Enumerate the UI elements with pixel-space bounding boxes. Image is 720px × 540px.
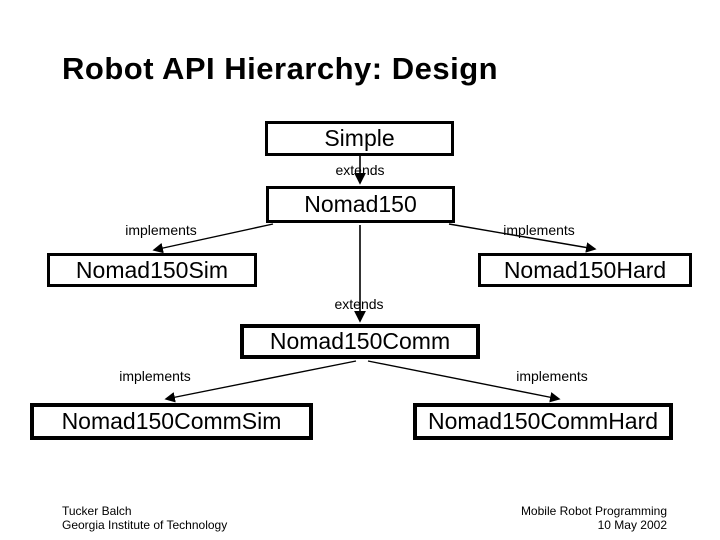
class-box-nomad150comm: Nomad150Comm	[240, 324, 480, 359]
footer-author-block: Tucker Balch Georgia Institute of Techno…	[62, 504, 227, 532]
footer-course-block: Mobile Robot Programming 10 May 2002	[521, 504, 667, 532]
edge-label-implements: implements	[119, 368, 191, 384]
footer-affiliation: Georgia Institute of Technology	[62, 518, 228, 532]
edge-label-extends: extends	[335, 162, 385, 178]
class-box-nomad150commsim: Nomad150CommSim	[30, 403, 313, 440]
edge-label-extends: extends	[334, 296, 384, 312]
edge-implements-comm-commhard	[367, 360, 561, 403]
class-box-nomad150: Nomad150	[266, 186, 455, 223]
class-box-nomad150sim: Nomad150Sim	[47, 253, 257, 287]
page-title: Robot API Hierarchy: Design	[62, 51, 499, 86]
edge-implements-nomad150-sim	[152, 223, 274, 254]
footer-course: Mobile Robot Programming	[520, 504, 667, 518]
footer-date: 10 May 2002	[597, 518, 667, 532]
edge-label-implements: implements	[125, 222, 197, 238]
edge-implements-comm-commsim	[164, 360, 357, 403]
footer-author: Tucker Balch	[62, 504, 132, 518]
class-box-nomad150commhard: Nomad150CommHard	[413, 403, 673, 440]
class-box-simple: Simple	[265, 121, 454, 156]
edge-implements-nomad150-hard	[448, 223, 597, 253]
edge-label-implements: implements	[503, 222, 575, 238]
edge-label-implements: implements	[516, 368, 588, 384]
class-box-nomad150hard: Nomad150Hard	[478, 253, 692, 287]
